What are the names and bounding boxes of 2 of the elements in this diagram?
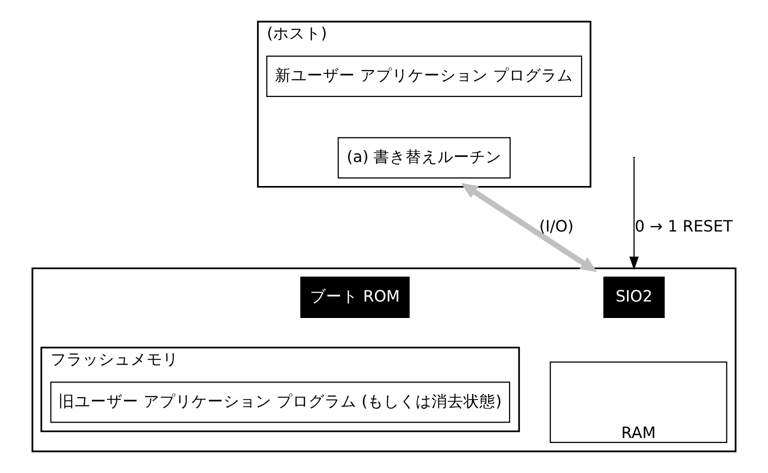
edge-label: 0 → 1 RESET bbox=[634, 218, 733, 236]
edge-label: (I/O) bbox=[539, 218, 574, 236]
